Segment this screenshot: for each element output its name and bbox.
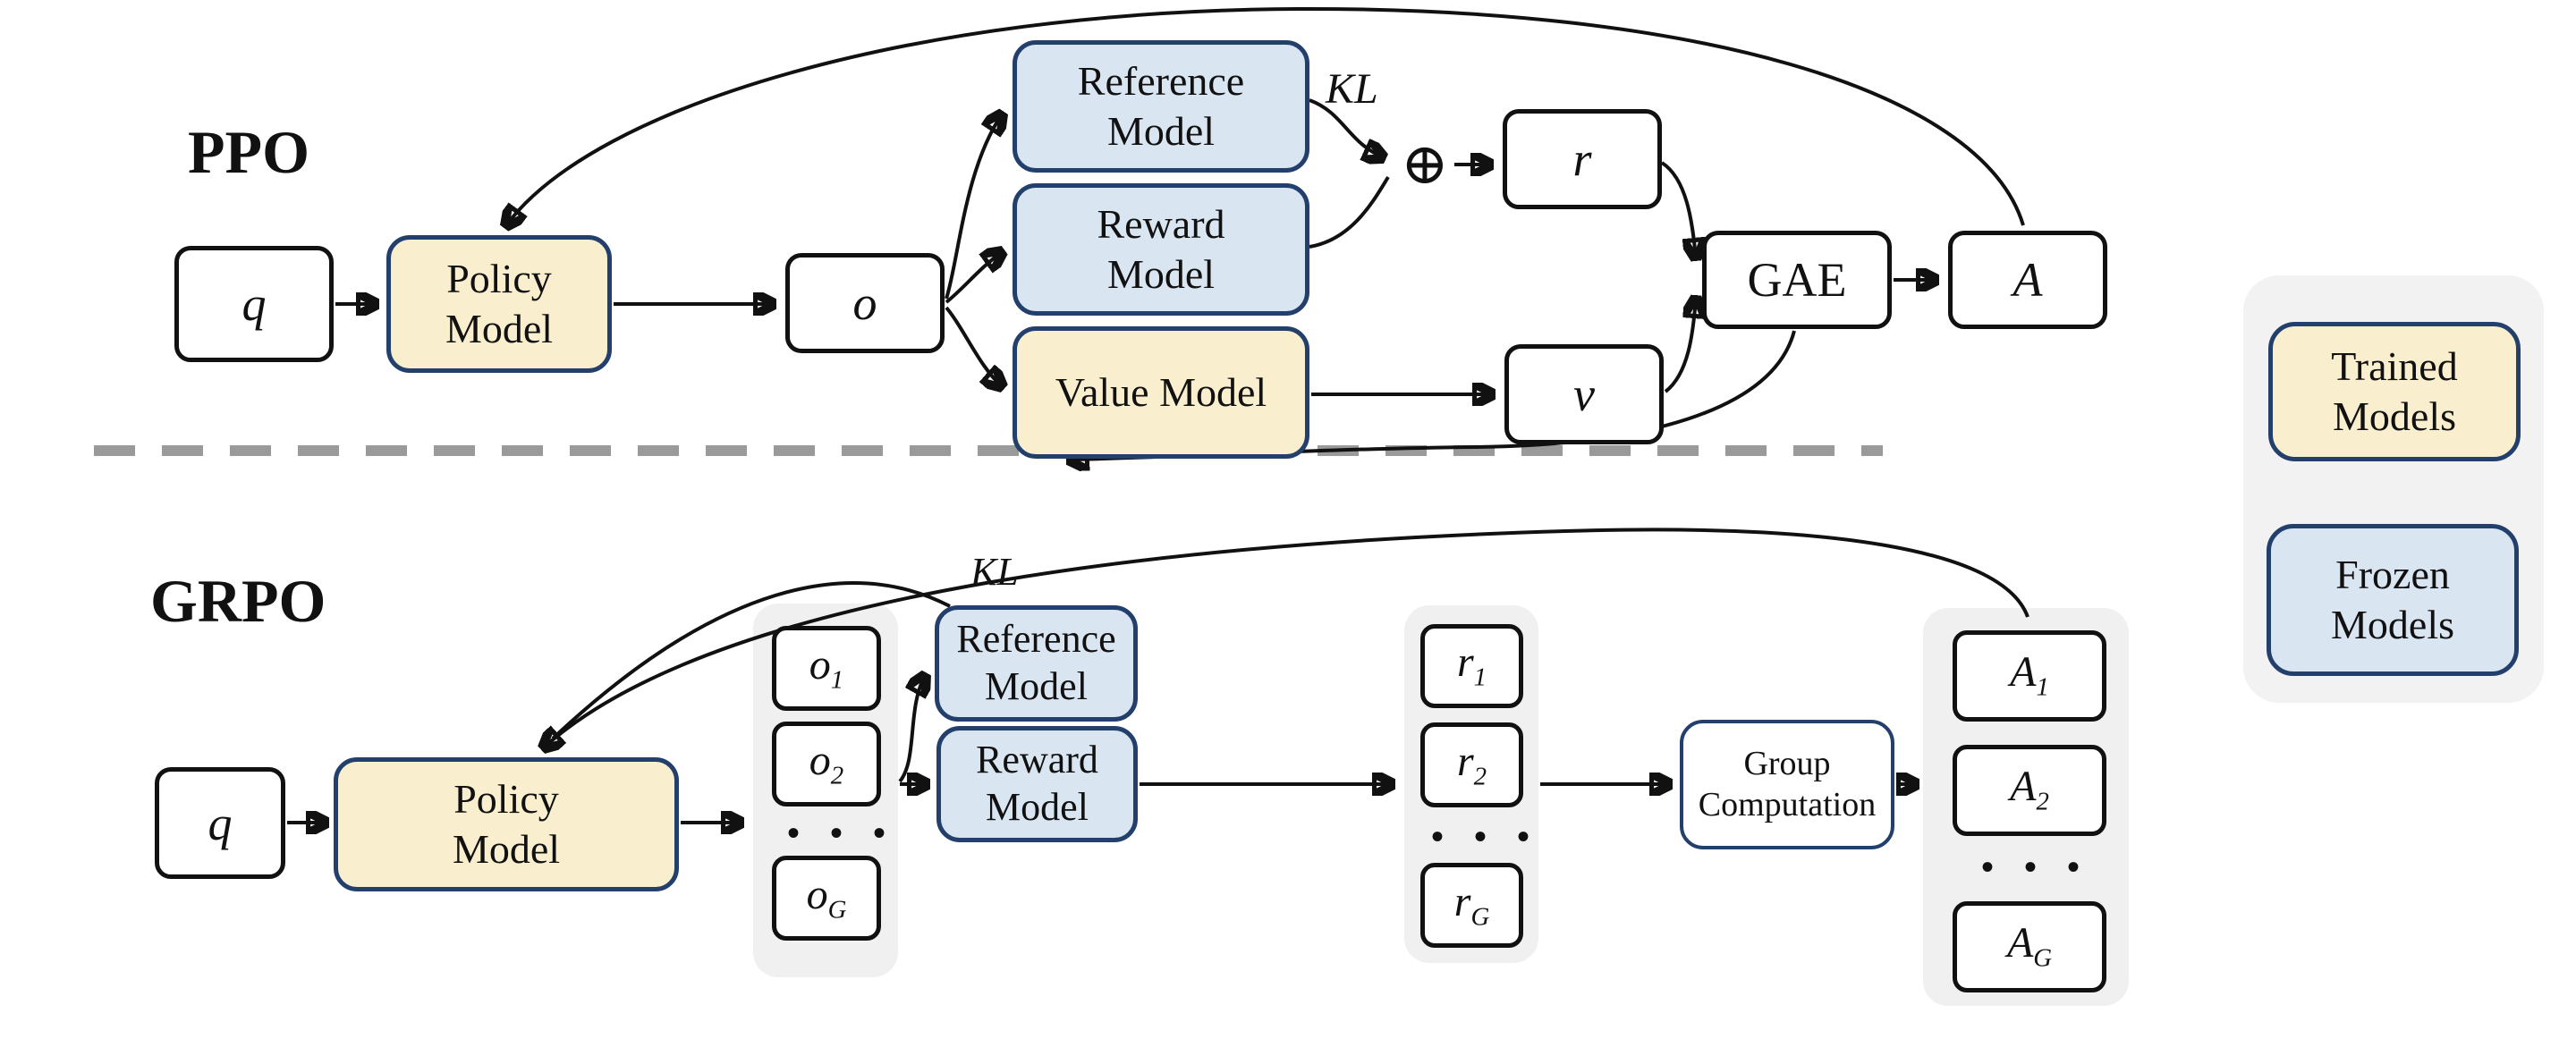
grpo-query-box: q [155,767,285,879]
ppo-o-to-reward-arrow [945,252,1002,304]
ppo-policy-model-box: Policy Model [386,235,612,373]
grpo-reward-model-label: Reward Model [976,738,1098,829]
ppo-v-to-gae-arrow [1664,299,1696,393]
grpo-policy-model-label: Policy Model [452,775,561,872]
legend-trained-models-box: Trained Models [2268,322,2521,461]
grpo-reward-1-box: r1 [1420,624,1523,708]
grpo-reference-kl-arc [551,581,951,740]
circled-plus-icon: ⊕ [1401,131,1449,198]
ppo-r-to-gae-arrow [1660,161,1696,258]
grpo-reward-2-box: r2 [1420,722,1523,807]
grpo-output-1-label: o1 [809,640,844,695]
ppo-value-model-label: Value Model [1055,368,1267,415]
ppo-v-label: v [1573,367,1595,421]
grpo-reward-1-label: r1 [1456,638,1487,692]
grpo-advantage-g-label: AG [2006,919,2053,973]
legend-frozen-models-label: Frozen Models [2331,551,2454,647]
grpo-advantage-1-label: A1 [2010,648,2049,702]
ppo-gae-label: GAE [1747,253,1847,307]
ppo-advantage-box: A [1948,231,2107,329]
ppo-query-label: q [242,277,267,331]
grpo-reward-2-label: r2 [1456,737,1487,791]
ppo-o-to-value-arrow [945,306,1002,386]
grpo-reward-g-label: rG [1453,877,1490,932]
ppo-r-label: r [1572,132,1592,186]
grpo-policy-model-box: Policy Model [334,757,679,891]
ppo-a-feedback-arc [506,6,2025,225]
grpo-output-g-box: oG [772,856,881,941]
grpo-group-computation-label: Group Computation [1698,744,1877,823]
grpo-reward-model-box: Reward Model [936,726,1138,842]
grpo-reward-g-box: rG [1420,863,1523,948]
grpo-advantage-feedback-arc [544,528,2029,747]
grpo-output-2-box: o2 [772,722,881,806]
ppo-reference-model-box: Reference Model [1013,40,1309,173]
grpo-reference-model-box: Reference Model [935,605,1138,722]
grpo-section-title: GRPO [150,567,326,635]
grpo-query-label: q [208,796,233,850]
ppo-reference-kl-to-sum-arrow [1309,98,1383,157]
grpo-output-1-box: o1 [772,626,881,711]
grpo-output-2-label: o2 [809,736,844,790]
grpo-group-computation-box: Group Computation [1680,720,1894,849]
grpo-advantage-ellipsis: • • • [1981,847,2091,887]
ppo-v-box: v [1504,344,1664,444]
ppo-o-to-reference-arrow [945,114,1002,300]
ppo-r-box: r [1503,109,1662,209]
grpo-advantage-1-box: A1 [1953,630,2106,722]
ppo-gae-box: GAE [1702,231,1892,329]
grpo-output-ellipsis: • • • [787,813,897,853]
ppo-reference-model-label: Reference Model [1077,57,1245,154]
ppo-value-model-box: Value Model [1013,326,1309,459]
ppo-reward-to-sum-curve [1309,175,1390,249]
ppo-advantage-label: A [2012,253,2043,307]
ppo-output-label: o [852,276,877,330]
ppo-reward-model-label: Reward Model [1097,200,1225,297]
ppo-kl-label: KL [1326,65,1378,113]
grpo-output-g-label: oG [806,870,847,925]
legend-frozen-models-box: Frozen Models [2267,524,2519,676]
grpo-advantage-2-box: A2 [1953,745,2106,836]
ppo-policy-model-label: Policy Model [445,255,554,351]
ppo-section-title: PPO [188,118,309,186]
ppo-reward-model-box: Reward Model [1013,183,1309,316]
ppo-output-box: o [785,253,945,353]
grpo-advantage-2-label: A2 [2010,763,2049,816]
grpo-outputs-to-reference-arrow [898,676,925,783]
legend-trained-models-label: Trained Models [2331,342,2458,439]
grpo-reference-model-label: Reference Model [956,617,1116,708]
grpo-kl-label: KL [970,550,1019,594]
grpo-reward-ellipsis: • • • [1431,816,1541,857]
ppo-query-box: q [174,246,334,362]
grpo-advantage-g-box: AG [1953,901,2106,992]
